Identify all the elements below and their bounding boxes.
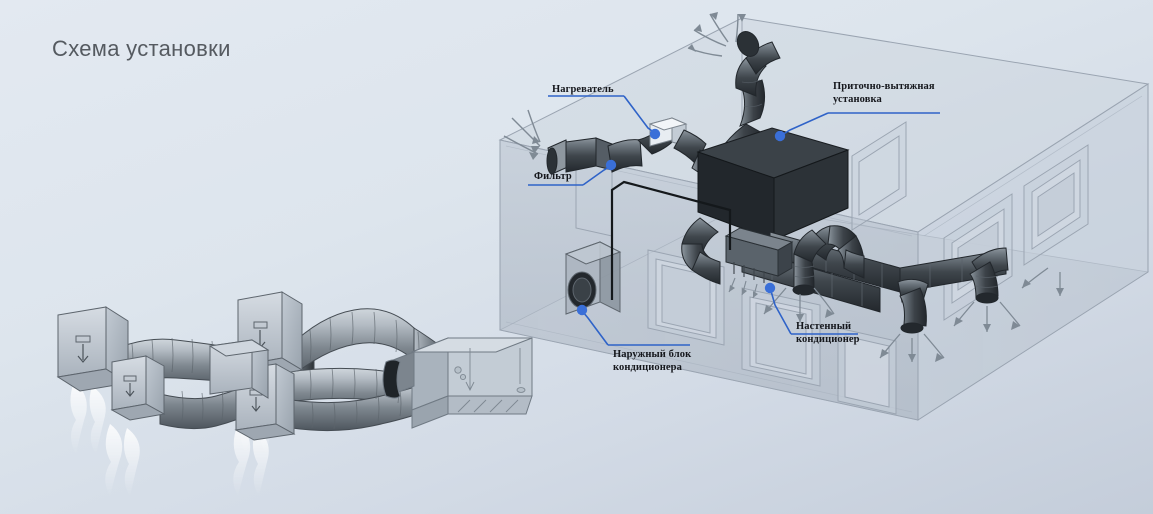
diffuser-lower-left xyxy=(110,355,166,421)
supply-arrows xyxy=(763,267,1064,362)
arrows-right-drop xyxy=(953,301,1021,332)
callout-dot-wall-ac-unit[interactable] xyxy=(764,282,776,294)
outdoor-unit xyxy=(564,241,622,315)
wall-ac xyxy=(724,227,794,299)
callout-dot-filter[interactable] xyxy=(605,159,617,171)
callout-filter[interactable]: Фильтр xyxy=(528,159,617,186)
window-6 xyxy=(851,121,907,231)
intake-arrows xyxy=(503,109,541,160)
window-3 xyxy=(837,327,897,415)
exhaust-arrows xyxy=(687,12,746,57)
callout-leader-line xyxy=(623,95,656,134)
page-title: Схема установки xyxy=(52,36,231,61)
arrows-mid-drop xyxy=(879,333,945,362)
callout-leader-line xyxy=(781,112,829,136)
wall-diffuser-group xyxy=(56,291,304,441)
callout-dot-supply-exhaust-unit[interactable] xyxy=(774,130,786,142)
ahu-box xyxy=(696,127,850,241)
callout-label-heater: Нагреватель xyxy=(552,84,614,95)
arrows-far-right xyxy=(1021,267,1064,296)
callout-leader-line xyxy=(770,290,792,335)
branch-duct-5 xyxy=(897,278,929,334)
ductwork xyxy=(503,12,1009,334)
branch-duct-4 xyxy=(969,247,1009,304)
callout-leader-line xyxy=(582,165,612,186)
air-handling-unit xyxy=(382,337,533,429)
window-5 xyxy=(1023,144,1089,266)
diffuser-upper-left xyxy=(56,306,130,392)
window-2 xyxy=(741,287,821,387)
branch-duct-3 xyxy=(792,229,827,296)
window-group xyxy=(575,121,1089,415)
arrows-wall-ac xyxy=(763,287,835,322)
plenum-box xyxy=(208,339,270,399)
branch-duct-1 xyxy=(681,217,721,285)
callout-leader-line xyxy=(582,311,609,346)
callout-heater[interactable]: Нагреватель xyxy=(548,84,661,140)
callout-dot-outdoor-ac-unit[interactable] xyxy=(576,304,588,316)
callout-dot-heater[interactable] xyxy=(649,128,661,140)
refrigerant-line xyxy=(610,180,732,300)
callout-label-filter: Фильтр xyxy=(534,171,572,182)
